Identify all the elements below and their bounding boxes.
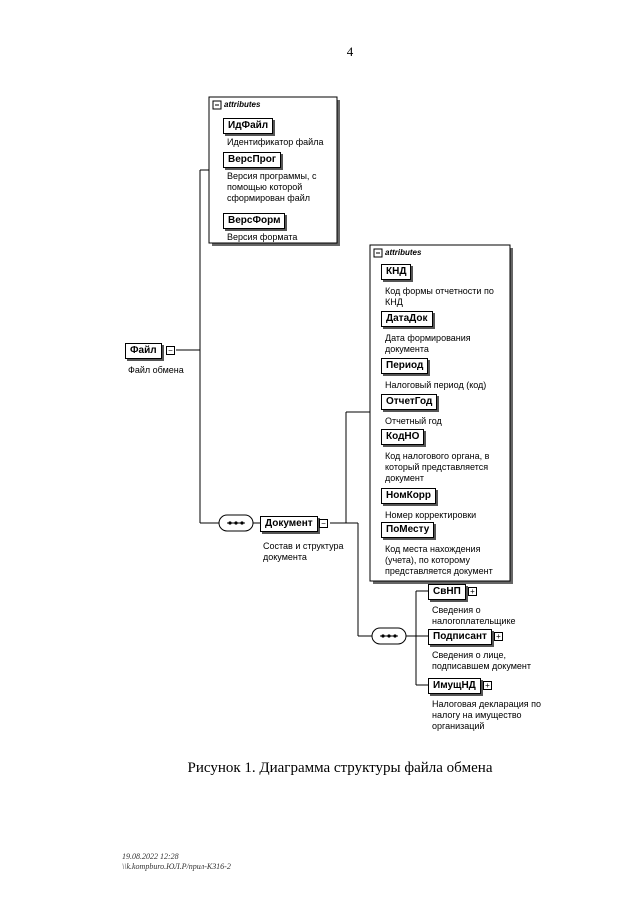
child-element-desc: Сведения о лице, (432, 650, 506, 660)
file-attributes-label: attributes (224, 100, 261, 109)
document-attribute-desc: Код места нахождения (385, 544, 481, 554)
document-attribute-box: ДатаДок (381, 311, 433, 327)
file-attribute-desc: Версия программы, с (227, 171, 317, 181)
child-element-desc: налогу на имущество (432, 710, 522, 720)
document-attribute-desc: представляется документ (385, 566, 493, 576)
document-attribute-desc: КНД (385, 297, 403, 307)
document-element-desc: Состав и структура (263, 541, 344, 551)
file-attribute-desc: сформирован файл (227, 193, 310, 203)
document-attribute-box: КНД (381, 264, 412, 280)
root-element-desc: Файл обмена (128, 365, 184, 375)
document-attribute-desc: Отчетный год (385, 416, 442, 426)
root-expand-icon: − (166, 346, 175, 355)
sequence-compositor-dot (228, 521, 232, 525)
root-element-box: Файл (125, 343, 162, 359)
document-attribute-desc: (учета), по которому (385, 555, 470, 565)
child-sequence-compositor-dot (387, 634, 391, 638)
footer-path: \\k.kompburo.ЮЛ.Р/прил-КЗ16-2 (122, 862, 231, 871)
document-attribute-desc: Номер корректировки (385, 510, 477, 520)
document-element-box: Документ (260, 516, 318, 532)
document-attribute-desc: который представляется (385, 462, 489, 472)
figure-caption: Рисунок 1. Диаграмма структуры файла обм… (187, 760, 493, 776)
file-attribute-box: ИдФайл (223, 118, 274, 134)
file-attribute-desc: помощью которой (227, 182, 303, 192)
document-attribute-desc: Дата формирования (385, 333, 471, 343)
document-attribute-desc: Налоговый период (код) (385, 380, 487, 390)
child-element-desc: Сведения о (432, 605, 481, 615)
document-attributes-label: attributes (385, 248, 422, 257)
child-element-desc: подписавшем документ (432, 661, 532, 671)
child-sequence-compositor-dot (381, 634, 385, 638)
child-element-box: Подписант (428, 629, 492, 645)
child-expand-icon: + (483, 681, 492, 690)
document-attribute-box: КодНО (381, 429, 425, 445)
child-element-box: ИмущНД (428, 678, 481, 694)
document-attribute-box: ОтчетГод (381, 394, 438, 410)
file-attribute-desc: Версия формата (227, 232, 298, 242)
document-attribute-desc: документа (385, 344, 429, 354)
sequence-compositor-dot (240, 521, 244, 525)
document-attribute-box: Период (381, 358, 429, 374)
file-attribute-box: ВерсФорм (223, 213, 286, 229)
child-element-desc: Налоговая декларация по (432, 699, 542, 709)
page-number: 4 (346, 44, 354, 59)
child-element-desc: налогоплательщике (432, 616, 516, 626)
child-element-desc: организаций (432, 721, 485, 731)
document-attribute-desc: документ (385, 473, 424, 483)
document-expand-icon: − (319, 519, 328, 528)
document-element-desc: документа (263, 552, 307, 562)
document-attribute-desc: Код формы отчетности по (385, 286, 494, 296)
sequence-compositor-dot (234, 521, 238, 525)
footer-timestamp: 19.08.2022 12:28 (122, 852, 179, 861)
child-sequence-compositor-dot (393, 634, 397, 638)
child-expand-icon: + (494, 632, 503, 641)
document-attribute-desc: Код налогового органа, в (385, 451, 490, 461)
document-attribute-box: ПоМесту (381, 522, 435, 538)
file-attribute-desc: Идентификатор файла (227, 137, 324, 147)
child-element-box: СвНП (428, 584, 466, 600)
child-expand-icon: + (468, 587, 477, 596)
document-attribute-box: НомКорр (381, 488, 437, 504)
file-attribute-box: ВерсПрог (223, 152, 282, 168)
